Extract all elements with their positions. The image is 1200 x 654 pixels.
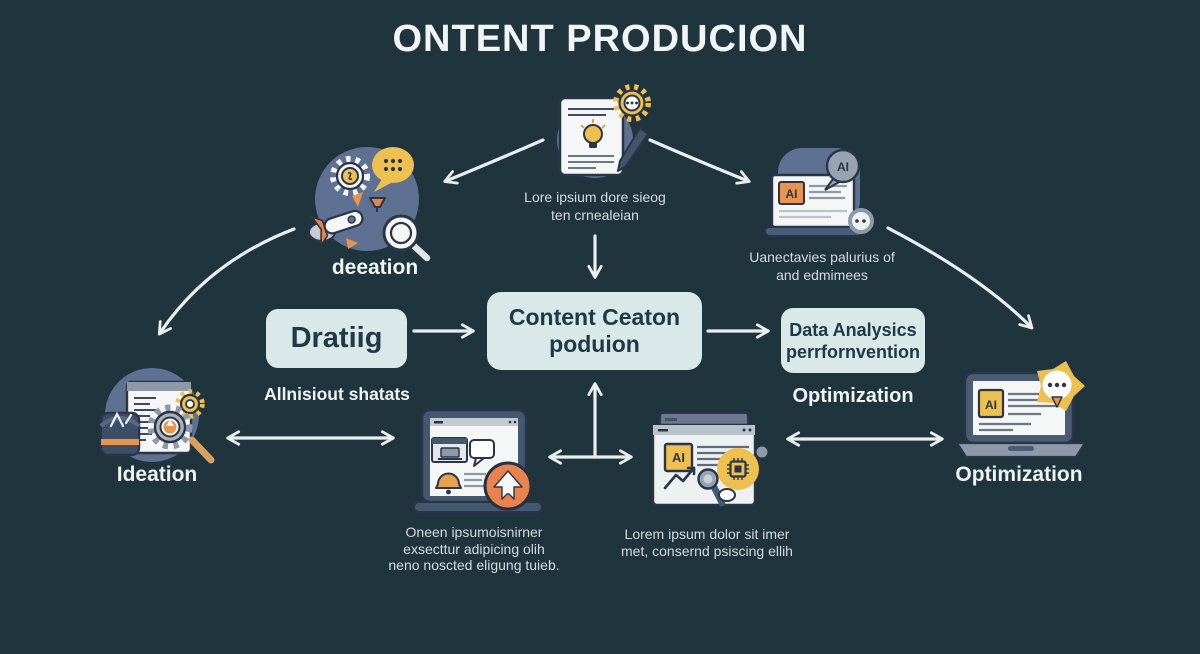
ideation-top-label: deeation	[331, 256, 419, 279]
ai-speech-bubble-icon: AI	[824, 148, 861, 191]
magnifier-handle	[188, 436, 215, 464]
laptop-base	[764, 226, 863, 237]
ai-badge-icon: AI	[977, 388, 1005, 419]
ai-generation-caption: Uanectavies palurius of and edmimees	[732, 249, 912, 284]
svg-text:AI: AI	[985, 398, 997, 412]
drafting-caption: Allnisiout shatats	[264, 384, 410, 404]
caption-line: met, consernd psiscing ellih	[621, 542, 793, 559]
gear-bubble-icon	[613, 84, 651, 122]
rocket-icon	[308, 192, 364, 249]
ai-analysis-browser-icon: AI	[651, 412, 768, 507]
bell-icon	[435, 472, 462, 495]
ideation-bottom-label: Ideation	[116, 463, 198, 486]
publishing-laptop-icon	[413, 408, 543, 513]
svg-text:AI: AI	[837, 160, 849, 174]
optimization-label: Optimization	[955, 463, 1083, 486]
content-box-line: poduion	[549, 331, 640, 357]
analytics-box-line: perrfornvention	[785, 341, 920, 362]
magnifier-icon	[382, 214, 431, 262]
gray-gear-refresh-icon	[147, 404, 193, 450]
content-creation-caption: Lore ipsium dore sieog ten crnealeian	[505, 189, 685, 224]
chip-circle-icon	[717, 448, 759, 490]
lightbulb-icon	[580, 119, 606, 148]
gear-lightbulb-icon	[330, 156, 370, 196]
dots-circle-icon	[848, 208, 874, 234]
caption-line: neno noscted eligung tuieb.	[388, 557, 560, 573]
caption-line: and edmimees	[776, 266, 868, 283]
drafting-box: Dratiig	[266, 309, 407, 368]
caption-line: Lore ipsium dore sieog	[524, 189, 666, 205]
splat-bubble-icon	[1037, 361, 1085, 411]
mini-window-icon	[431, 437, 468, 463]
caption-line: Oneen ipsumoisnirner	[405, 524, 543, 540]
data-analytics-box: Data Analysics perrfornvention	[781, 308, 925, 373]
trend-arrow-icon	[663, 466, 696, 490]
content-box-line: Content Ceaton	[508, 304, 681, 330]
ideation-top-icon	[308, 147, 431, 262]
bag-icon	[99, 411, 141, 457]
svg-text:AI: AI	[786, 187, 798, 201]
content-document-icon	[557, 84, 651, 178]
magnifier-icon	[697, 468, 726, 507]
svg-text:AI: AI	[672, 450, 685, 465]
analytics-caption: Optimization	[792, 385, 914, 407]
pencil-icon	[617, 127, 649, 172]
dot-accent	[756, 446, 768, 458]
caption-line: Uanectavies palurius of	[749, 249, 895, 265]
arrow-top-to-ideation-node	[443, 138, 545, 185]
analytics-box-line: Data Analysics	[789, 319, 917, 340]
ai-analysis-caption: Lorem ipsum dolor sit imer met, consernd…	[612, 526, 802, 559]
ai-badge-icon: AI	[663, 442, 694, 473]
ideation-bottom-icon	[99, 368, 215, 464]
page-title: ONTENT PRODUCION	[392, 18, 808, 60]
drafting-box-label: Dratiig	[290, 322, 383, 354]
speech-bubble-dots-icon	[372, 147, 414, 192]
caption-line: Lorem ipsum dolor sit imer	[624, 526, 790, 542]
ai-badge-icon: AI	[778, 181, 805, 205]
upload-badge-icon	[483, 461, 533, 511]
publishing-caption: Oneen ipsumoisnirner exsecttur adipicing…	[378, 524, 570, 574]
caption-line: ten crnealeian	[551, 206, 639, 223]
ai-generation-icon: AI AI	[764, 148, 874, 237]
arrow-top-to-ai-node	[648, 138, 751, 185]
chat-bubble-icon	[469, 439, 495, 467]
optimization-laptop-icon: AI	[955, 361, 1087, 459]
content-production-box: Content Ceaton poduion	[487, 292, 702, 370]
caption-line: exsecttur adipicing olih	[403, 540, 545, 557]
yellow-gear-icon	[175, 389, 205, 419]
funnel-icon	[369, 197, 386, 212]
